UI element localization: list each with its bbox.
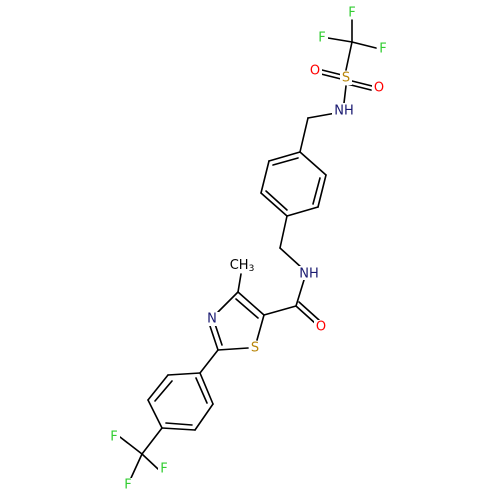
bond-c4-methyl	[237, 273, 242, 293]
bond-ring2-c	[147, 399, 163, 429]
bond-ring1-a	[299, 151, 327, 176]
bond-ring2-b	[147, 374, 169, 401]
bond-ring2-cf3	[141, 427, 163, 455]
bond-layer	[119, 19, 377, 479]
svg-text:NH: NH	[299, 267, 319, 282]
bond-ring1-c	[286, 206, 319, 217]
svg-text:F: F	[160, 462, 167, 477]
atom-s-thiazole: S	[249, 341, 262, 356]
bond-ring2-d	[161, 427, 196, 431]
atom-f-top2: F	[316, 31, 328, 46]
svg-text:F: F	[379, 42, 386, 57]
svg-text:O: O	[316, 320, 326, 335]
bond-ring1-e	[260, 160, 270, 194]
bond-ch2-ring	[299, 117, 309, 153]
atom-n-thiazole: N	[205, 312, 219, 327]
bond-c5-s	[256, 314, 265, 341]
bond-ring2-inner2	[165, 422, 193, 426]
bond-cf3-f-bottom	[130, 453, 143, 479]
bond-c2-ring2	[199, 349, 219, 374]
bond-ring1-f	[268, 151, 301, 162]
bond-c5-c4	[237, 291, 265, 316]
bond-ring2-inner3	[195, 377, 208, 404]
bond-n-ch2	[307, 112, 337, 119]
bond-ring-ch2b	[279, 215, 288, 249]
bond-c-s-top	[345, 41, 353, 71]
atom-methyl: CH3	[230, 257, 260, 274]
bond-co-c5	[263, 305, 297, 316]
bond-ring2-e	[194, 403, 214, 431]
atom-nh-sulfonamide: NH	[332, 103, 356, 119]
bond-ring1-d	[260, 192, 288, 217]
atom-o-sulfonyl2: O	[372, 81, 386, 96]
bond-n-co	[295, 279, 305, 307]
atom-s-sulfonyl: S	[340, 71, 352, 86]
bond-co-a	[295, 305, 317, 325]
atom-f-bot1: F	[108, 430, 120, 445]
atom-f-bot2: F	[158, 462, 170, 477]
methyl-subscript: 3	[249, 264, 255, 274]
bond-ch2b-n	[279, 247, 303, 269]
bond-c-f-left	[327, 37, 353, 43]
atom-f-top3: F	[377, 41, 389, 57]
methyl-label: CH	[230, 258, 249, 273]
bond-ring1-b	[317, 174, 327, 208]
bond-cf3-f-left	[119, 436, 143, 455]
svg-text:S: S	[342, 71, 350, 86]
svg-text:CH3: CH3	[230, 258, 255, 274]
atom-f-bot3: F	[122, 478, 134, 493]
bond-c5-c4-inner	[235, 298, 259, 319]
atom-nh-amide: NH	[297, 266, 321, 282]
bond-ring1-inner3	[272, 157, 299, 166]
bond-ring2-inner1	[154, 380, 173, 402]
bond-c-f-right	[351, 41, 377, 49]
svg-text:NH: NH	[334, 104, 354, 119]
bond-ring1-inner1	[312, 177, 321, 205]
bond-co-b	[298, 301, 320, 321]
svg-text:O: O	[374, 81, 384, 96]
bond-c2-s	[217, 347, 249, 351]
bond-ring2-f	[199, 372, 214, 405]
atom-f-top1: F	[346, 5, 358, 21]
bond-n-c2-b	[214, 323, 223, 346]
bond-s-n	[343, 85, 347, 104]
atom-layer: F F F S O O NH NH	[108, 5, 389, 493]
bond-cf3-f-right	[141, 453, 159, 470]
svg-text:N: N	[207, 312, 217, 327]
svg-text:F: F	[318, 31, 325, 46]
bond-ring1-inner2	[265, 190, 288, 211]
svg-text:S: S	[251, 341, 259, 356]
svg-text:F: F	[348, 6, 355, 21]
bond-c4-n	[217, 291, 239, 313]
atom-o-carbonyl: O	[314, 320, 328, 335]
bond-n-c2-a	[209, 325, 219, 351]
svg-text:F: F	[110, 430, 117, 445]
svg-text:F: F	[124, 478, 131, 493]
atom-o-sulfonyl1: O	[308, 64, 322, 79]
bond-ring2-a	[167, 372, 201, 376]
svg-text:O: O	[310, 64, 320, 79]
